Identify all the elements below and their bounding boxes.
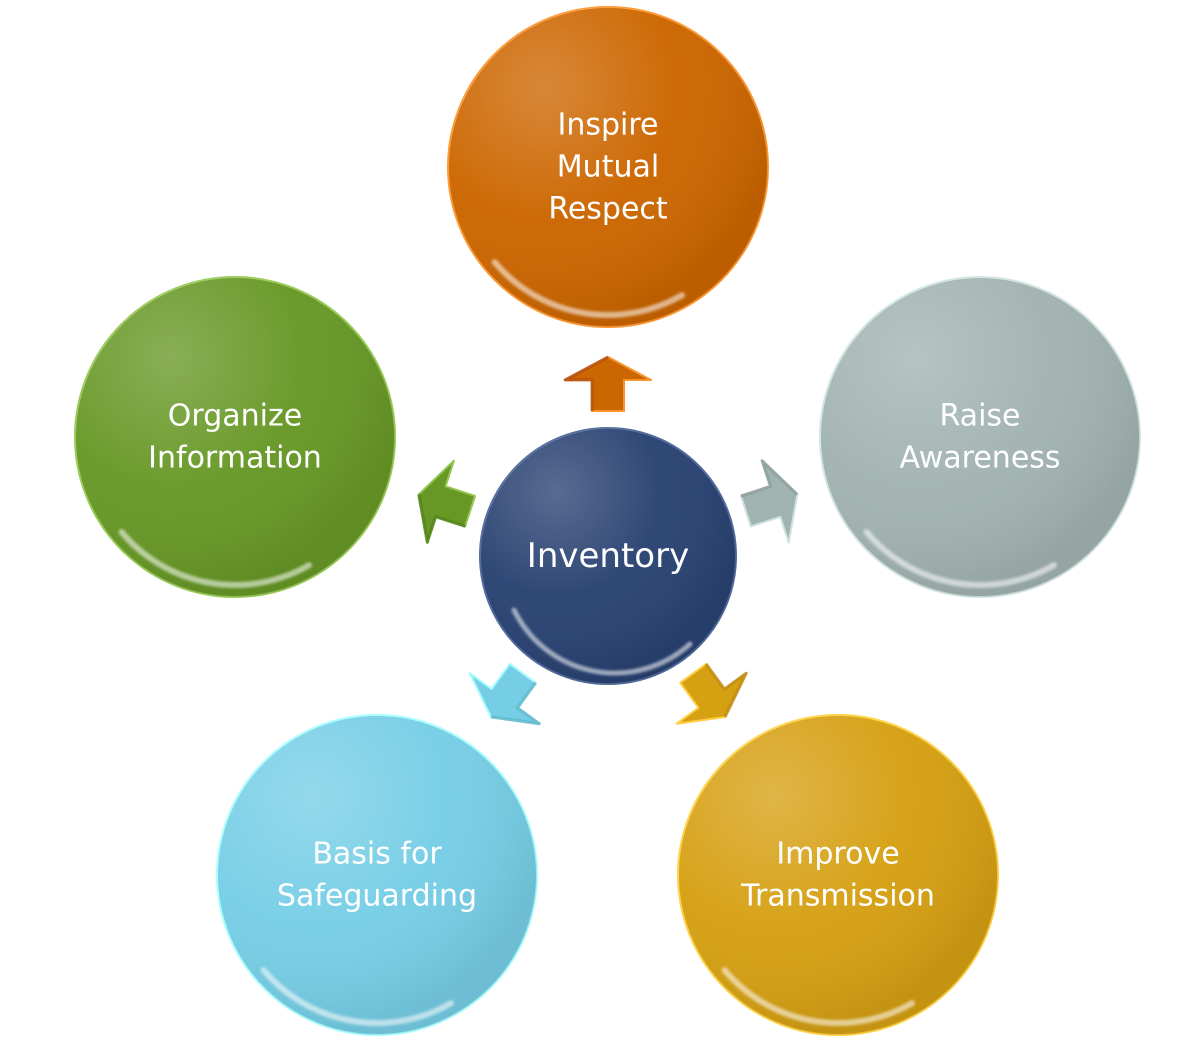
node-label-line: Basis for: [312, 837, 442, 872]
node-rim-highlight: [491, 259, 685, 319]
node-gloss: [448, 7, 768, 327]
arrow-to-basis: [468, 662, 541, 726]
node-gloss: [75, 277, 395, 597]
node-gloss: [217, 715, 537, 1035]
node-gloss: [678, 715, 998, 1035]
node-rim-highlight: [863, 529, 1057, 589]
arrow-bevel: [740, 459, 799, 498]
arrow-to-organize: [417, 459, 477, 544]
center-rim-highlight: [511, 607, 693, 676]
arrow-bevel: [417, 494, 466, 544]
node-rim-highlight: [721, 967, 915, 1027]
node-label-line: Awareness: [899, 441, 1060, 476]
node-rim-highlight: [118, 529, 312, 589]
node-label-line: Transmission: [740, 879, 935, 914]
center-node: Inventory: [479, 427, 737, 685]
arrow-bevel: [563, 355, 609, 411]
center-gloss: [480, 428, 736, 684]
node-label-line: Improve: [776, 837, 899, 872]
arrow-shape: [564, 356, 652, 412]
node-label-line: Organize: [168, 399, 302, 434]
edge-arrows: [417, 355, 799, 726]
node-label-line: Safeguarding: [277, 879, 477, 914]
outer-nodes: InspireMutualRespectRaiseAwarenessImprov…: [74, 6, 1141, 1036]
arrow-to-inspire: [563, 355, 652, 412]
node-gloss: [820, 277, 1140, 597]
center-label: Inventory: [527, 536, 689, 576]
node-label-line: Respect: [548, 192, 668, 227]
node-label-line: Mutual: [557, 150, 659, 185]
node-label-line: Raise: [940, 399, 1021, 434]
arrow-bevel: [490, 681, 541, 726]
arrow-shape: [417, 459, 477, 544]
node-rim-highlight: [260, 967, 454, 1027]
node-label-line: Information: [148, 441, 322, 476]
arrow-to-raise: [739, 459, 799, 544]
arrow-bevel: [704, 663, 748, 718]
arrow-to-improve: [675, 662, 748, 725]
node-label-line: Inspire: [557, 108, 658, 143]
